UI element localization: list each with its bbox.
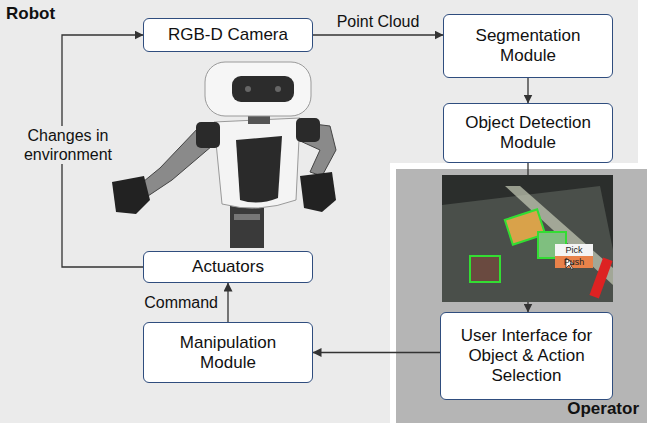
connector-arrow [313, 352, 440, 353]
region-panel: Operator User Interface for Object & Acti… [390, 163, 647, 423]
robot-head [205, 62, 311, 116]
connector-arrow [527, 78, 528, 103]
robot-left-gripper [112, 176, 150, 214]
box-text: User Interface for Object & Action Selec… [449, 326, 604, 386]
process-box: User Interface for Object & Action Selec… [440, 312, 613, 400]
robot-right-gripper [300, 172, 336, 212]
connector-arrow [313, 34, 443, 35]
robot-eye [245, 86, 251, 92]
screenshot-frame [442, 175, 613, 302]
robot-face [232, 76, 294, 102]
process-box: Actuators [143, 251, 313, 283]
menu-pick-patch [555, 244, 593, 256]
edge-label: Changes in environment [6, 126, 130, 164]
operator-panel-ground [396, 169, 647, 423]
process-box: Segmentation Module [443, 14, 613, 78]
robot-base [230, 205, 264, 248]
connector-arrow [227, 283, 228, 322]
box-text: Manipulation Module [156, 333, 300, 373]
robot-torso [214, 118, 300, 208]
screenshot-object [470, 256, 500, 282]
region-title: Robot [6, 4, 55, 24]
menu-push-patch [555, 256, 593, 268]
box-text: Segmentation Module [456, 26, 600, 66]
process-box: Manipulation Module [143, 322, 313, 383]
menu-item-text: Push [555, 257, 593, 268]
edge-label: Command [142, 293, 220, 312]
menu-item-text: Pick [555, 245, 593, 256]
process-box: Object Detection Module [443, 103, 613, 163]
process-box: RGB-D Camera [143, 18, 313, 52]
screenshot-floor [442, 186, 613, 302]
edge-label: Point Cloud [335, 12, 422, 31]
robot-right-shoulder [296, 118, 320, 142]
robot-figure [112, 62, 336, 248]
box-text: RGB-D Camera [168, 25, 288, 45]
robot-left-shoulder [196, 122, 220, 148]
box-text: Object Detection Module [456, 113, 600, 153]
screenshot-tape [505, 186, 613, 285]
robot-torso-front [236, 136, 282, 203]
robot-eye [275, 86, 281, 92]
robot-base-joint [234, 214, 260, 220]
region-title: Operator [567, 399, 639, 419]
panel-gap [390, 163, 647, 423]
box-text: Actuators [192, 257, 264, 277]
